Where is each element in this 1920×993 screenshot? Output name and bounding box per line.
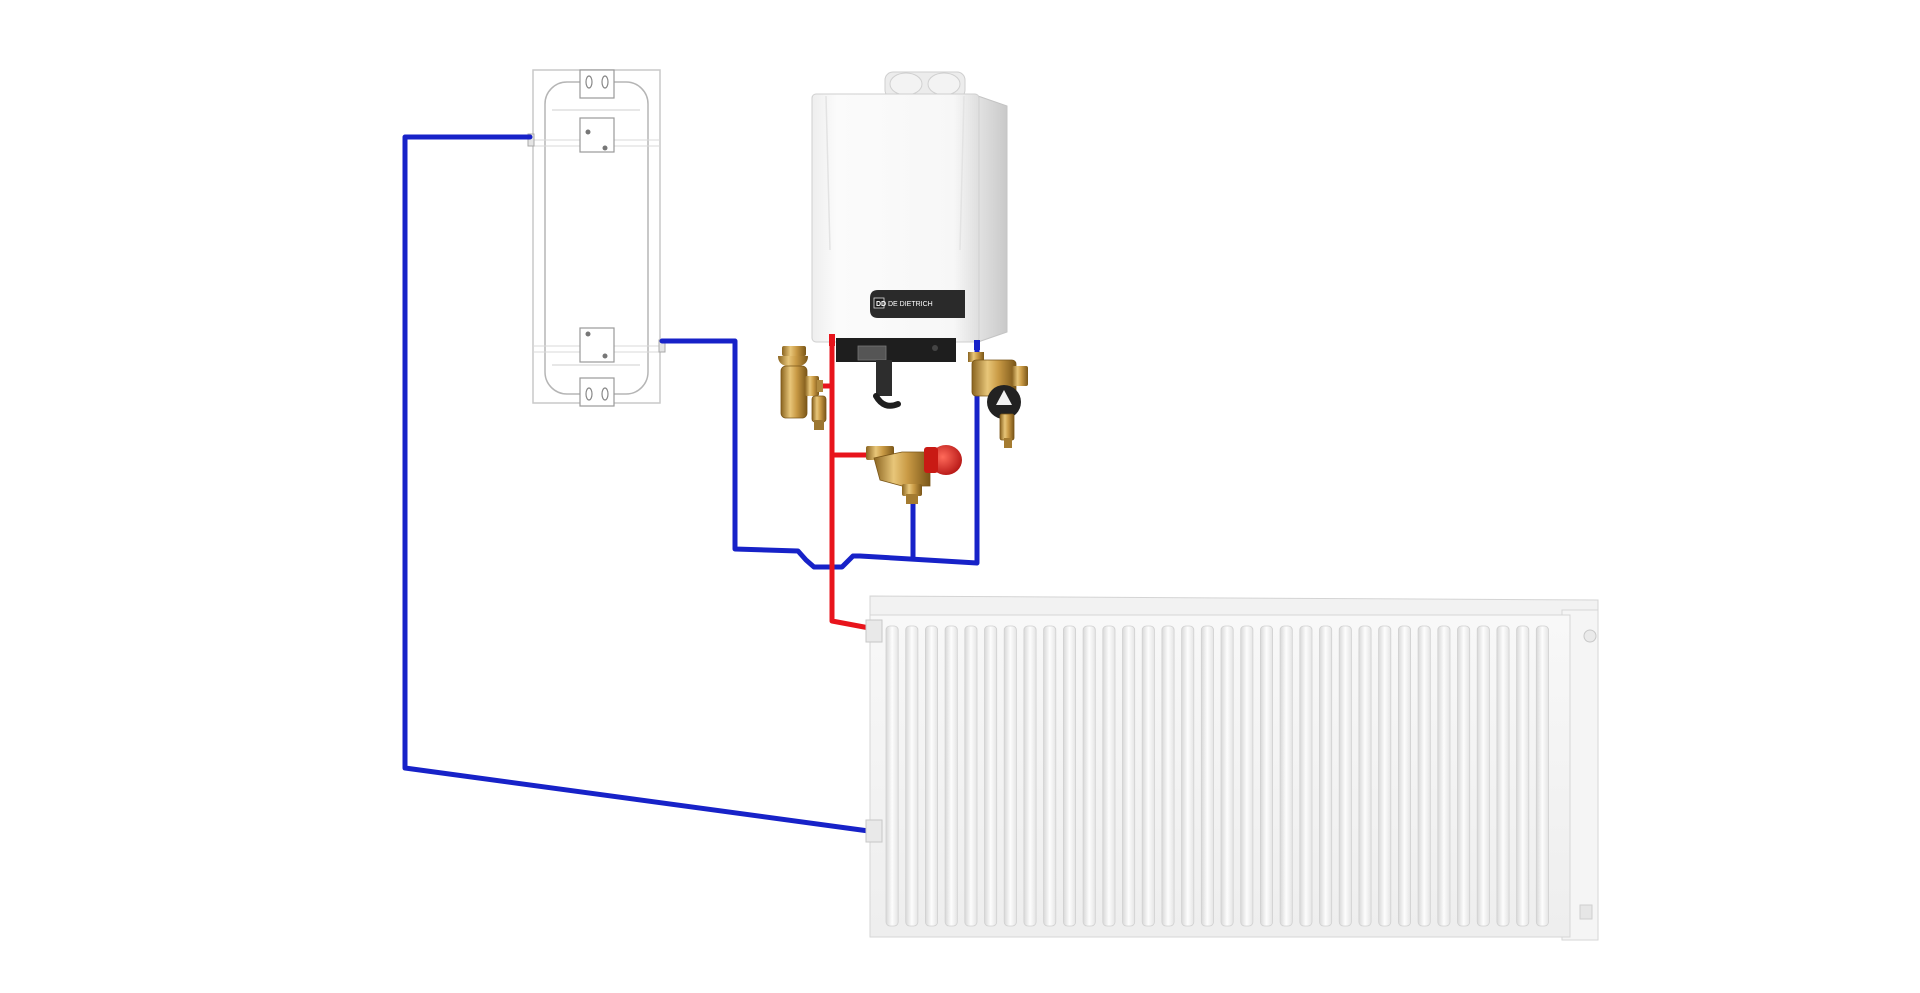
radiator-fin xyxy=(1102,625,1116,927)
air-vent-valve-icon xyxy=(778,346,827,430)
cold-return-pipes xyxy=(402,134,980,835)
radiator-fin xyxy=(1161,625,1175,927)
radiator-fin xyxy=(1358,625,1372,927)
safety-valve-icon xyxy=(866,445,962,504)
radiator-fin xyxy=(1141,625,1155,927)
radiator-fin xyxy=(1122,625,1136,927)
radiator-fin xyxy=(984,625,998,927)
radiator-fin xyxy=(1082,625,1096,927)
radiator-fin xyxy=(1398,625,1412,927)
hot-flow-pipes xyxy=(815,337,888,633)
radiator-fin xyxy=(1200,625,1214,927)
radiator-fin xyxy=(1279,625,1293,927)
radiator-fin xyxy=(1338,625,1352,927)
dirt-separator-icon xyxy=(968,352,1028,448)
radiator-fin xyxy=(1516,625,1530,927)
radiator-fin xyxy=(925,625,939,927)
radiator-fin xyxy=(1535,625,1549,927)
radiator-fin xyxy=(1260,625,1274,927)
radiator-fin xyxy=(1043,625,1057,927)
radiator-fin xyxy=(1023,625,1037,927)
radiator-fin xyxy=(1240,625,1254,927)
radiator-fin xyxy=(885,625,899,927)
radiator-fins xyxy=(885,625,1549,927)
radiator-fin xyxy=(1319,625,1333,927)
boiler-logo-mark: DD xyxy=(876,301,886,308)
boiler-icon: DD DE DIETRICH xyxy=(811,71,1008,409)
boiler-logo-text: DE DIETRICH xyxy=(888,301,933,308)
radiator-fin xyxy=(1417,625,1431,927)
radiator-fin xyxy=(964,625,978,927)
radiator-fin xyxy=(905,625,919,927)
radiator-fin xyxy=(1003,625,1017,927)
radiator-fin xyxy=(1378,625,1392,927)
radiator-fin xyxy=(1220,625,1234,927)
radiator-icon xyxy=(865,595,1599,941)
buffer-tank-icon xyxy=(527,69,666,407)
radiator-fin xyxy=(1437,625,1451,927)
radiator-fin xyxy=(1063,625,1077,927)
radiator-fin xyxy=(1476,625,1490,927)
radiator-fin xyxy=(944,625,958,927)
radiator-fin xyxy=(1299,625,1313,927)
radiator-fin xyxy=(1457,625,1471,927)
radiator-fin xyxy=(1181,625,1195,927)
radiator-fin xyxy=(1496,625,1510,927)
